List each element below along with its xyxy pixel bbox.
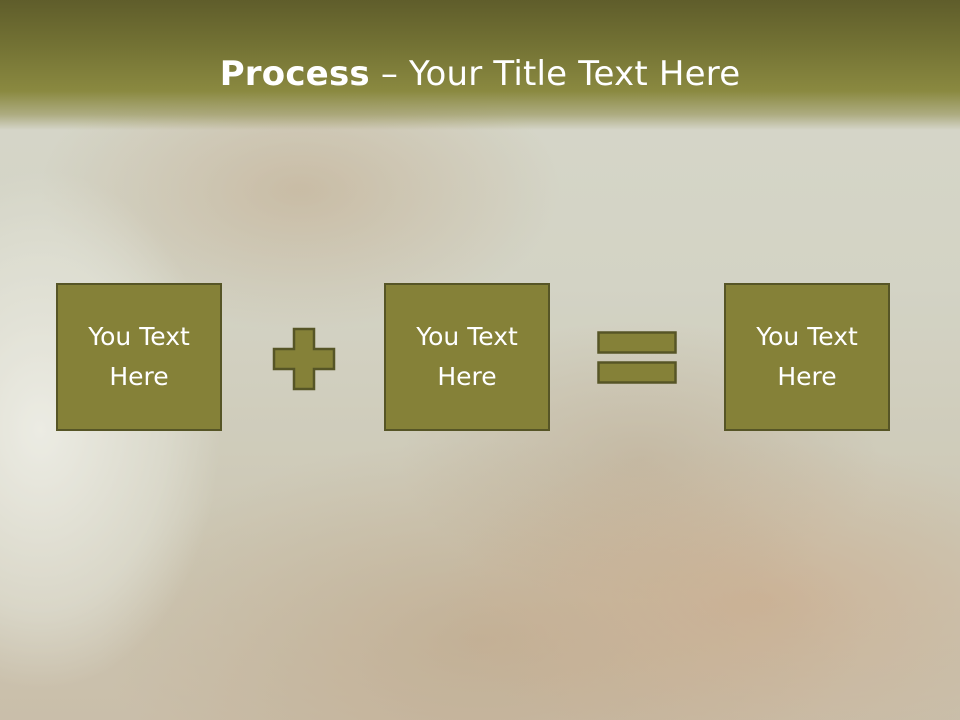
- title-bar: [0, 0, 960, 130]
- plus-icon: [272, 327, 336, 391]
- process-box-1: You Text Here: [56, 283, 222, 431]
- slide-title: Process – Your Title Text Here: [0, 52, 960, 96]
- process-box-3: You Text Here: [724, 283, 890, 431]
- slide-title-bold: Process: [219, 54, 370, 94]
- slide-title-rest: – Your Title Text Here: [369, 54, 741, 94]
- process-box-2: You Text Here: [384, 283, 550, 431]
- equals-icon: [597, 331, 677, 384]
